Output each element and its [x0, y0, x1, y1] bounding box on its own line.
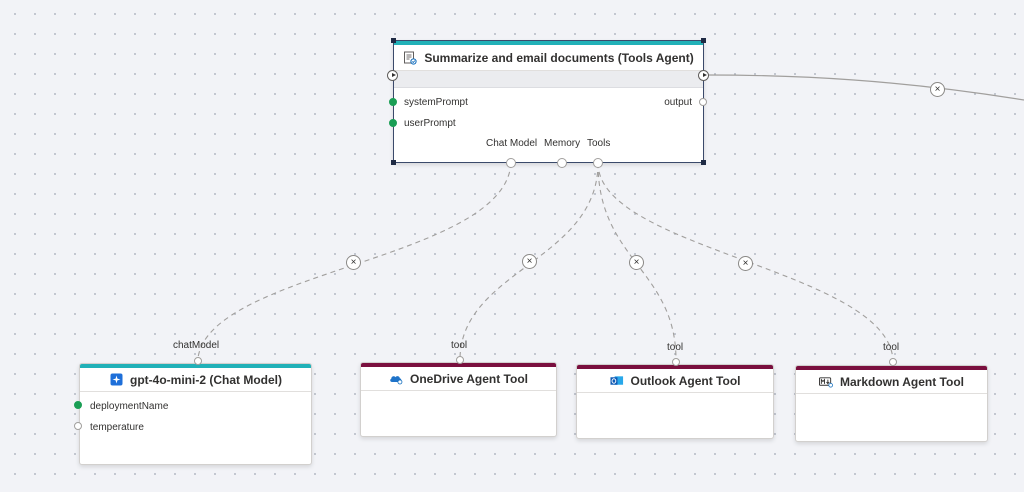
systemprompt-port[interactable]: [389, 98, 397, 106]
outlook-icon: [609, 374, 624, 388]
delete-edge-output-button[interactable]: ×: [930, 82, 945, 97]
onedrive-tool-port-label: tool: [451, 340, 468, 351]
chat-model-node-title: gpt-4o-mini-2 (Chat Model): [130, 372, 282, 387]
port-label-tools: Tools: [587, 138, 611, 149]
tools-port[interactable]: [593, 158, 603, 168]
delete-edge-markdown-button[interactable]: ×: [738, 256, 753, 271]
chat-model-node[interactable]: gpt-4o-mini-2 (Chat Model) deploymentNam…: [79, 363, 312, 465]
agent-flow-bar: [394, 71, 703, 88]
input-label-temperature: temperature: [90, 422, 144, 433]
markdown-tool-node[interactable]: Markdown Agent Tool: [795, 365, 988, 442]
onedrive-tool-title: OneDrive Agent Tool: [409, 371, 528, 386]
openai-model-icon: [109, 373, 123, 387]
onedrive-tool-input-port[interactable]: [456, 356, 464, 364]
input-label-deploymentname: deploymentName: [90, 401, 169, 412]
onedrive-tool-header[interactable]: OneDrive Agent Tool: [361, 367, 556, 391]
outlook-tool-header[interactable]: Outlook Agent Tool: [577, 369, 773, 393]
delete-edge-onedrive-button[interactable]: ×: [522, 254, 537, 269]
port-label-memory: Memory: [544, 138, 581, 149]
resize-handle-top-right[interactable]: [701, 38, 706, 43]
agent-node-title: Summarize and email documents (Tools Age…: [424, 50, 694, 65]
input-label-systemprompt: systemPrompt: [404, 97, 468, 108]
agent-flow-in-port[interactable]: [387, 70, 398, 81]
onedrive-tool-accent-bar: [361, 363, 556, 367]
agent-node-header[interactable]: Summarize and email documents (Tools Age…: [394, 45, 703, 71]
temperature-port[interactable]: [74, 422, 82, 430]
deploymentname-port[interactable]: [74, 401, 82, 409]
markdown-tool-input-port[interactable]: [889, 358, 897, 366]
outlook-tool-input-port[interactable]: [672, 358, 680, 366]
onedrive-cloud-icon: [389, 372, 403, 386]
document-agent-icon: [403, 51, 417, 65]
markdown-tool-title: Markdown Agent Tool: [840, 374, 964, 389]
port-label-chat-model: Chat Model: [486, 138, 538, 149]
delete-edge-chatmodel-button[interactable]: ×: [346, 255, 361, 270]
chat-model-node-header[interactable]: gpt-4o-mini-2 (Chat Model): [80, 368, 311, 392]
delete-edge-outlook-button[interactable]: ×: [629, 255, 644, 270]
chat-model-node-accent-bar: [80, 364, 311, 368]
outlook-tool-title: Outlook Agent Tool: [630, 373, 741, 388]
markdown-icon: [819, 375, 833, 389]
resize-handle-bottom-right[interactable]: [701, 160, 706, 165]
onedrive-tool-node[interactable]: OneDrive Agent Tool: [360, 362, 557, 437]
chat-model-port[interactable]: [506, 158, 516, 168]
output-port[interactable]: [699, 98, 707, 106]
outlook-tool-port-label: tool: [667, 342, 684, 353]
chatmodel-input-port[interactable]: [194, 357, 202, 365]
agent-flow-out-port[interactable]: [698, 70, 709, 81]
outlook-tool-accent-bar: [577, 365, 773, 369]
resize-handle-top-left[interactable]: [391, 38, 396, 43]
markdown-tool-port-label: tool: [883, 342, 900, 353]
userprompt-port[interactable]: [389, 119, 397, 127]
outlook-tool-node[interactable]: Outlook Agent Tool: [576, 364, 774, 439]
agent-node-accent-bar: [394, 41, 703, 45]
agent-node[interactable]: Summarize and email documents (Tools Age…: [393, 40, 704, 163]
markdown-tool-header[interactable]: Markdown Agent Tool: [796, 370, 987, 394]
input-label-userprompt: userPrompt: [404, 118, 456, 129]
output-label: output: [664, 97, 692, 108]
resize-handle-bottom-left[interactable]: [391, 160, 396, 165]
memory-port[interactable]: [557, 158, 567, 168]
chatmodel-port-label: chatModel: [173, 340, 220, 351]
flow-edge-output[interactable]: [706, 74, 1024, 101]
markdown-tool-accent-bar: [796, 366, 987, 370]
